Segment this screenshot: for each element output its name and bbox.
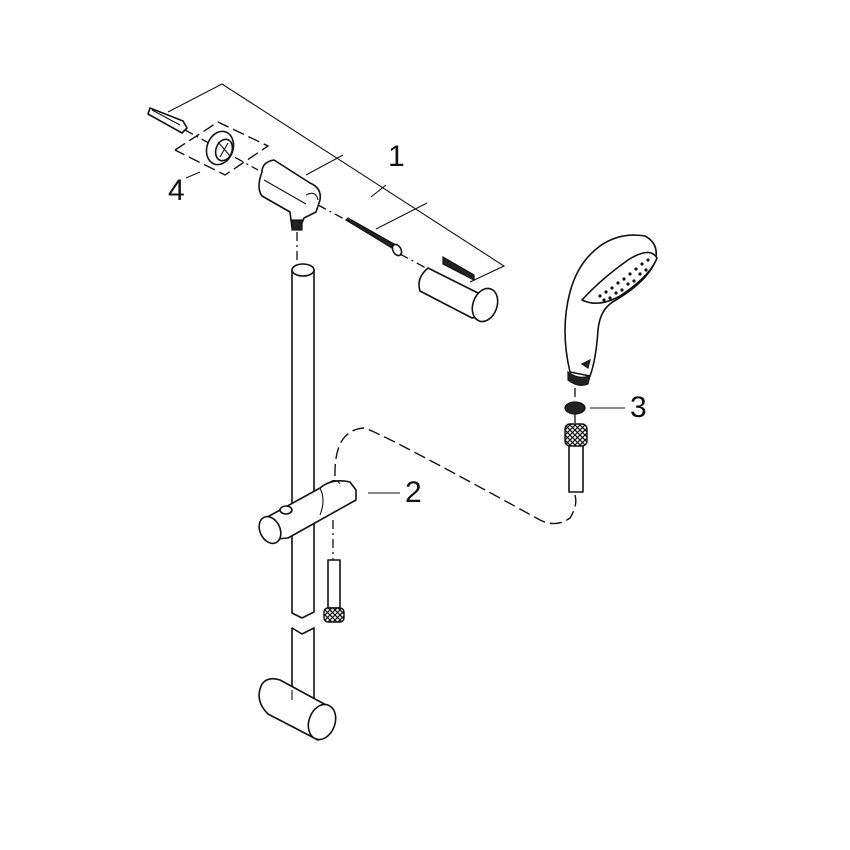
callout-label-4: 4 (168, 174, 185, 207)
shower-rail-upper (291, 263, 315, 619)
callout-label-1: 1 (388, 140, 405, 173)
hose-nut (564, 423, 588, 493)
washer (564, 401, 586, 415)
wall-dowel (147, 107, 188, 134)
slider-holder (258, 479, 357, 545)
callout-bracket-1 (167, 83, 506, 283)
spacer-ring (174, 121, 270, 176)
cover-cap (418, 255, 499, 323)
hose-connector (323, 559, 345, 623)
hand-shower (564, 234, 658, 386)
callout-label-3: 3 (630, 391, 647, 424)
lower-wall-bracket (258, 677, 337, 741)
spray-nozzles (598, 258, 650, 302)
upper-wall-bracket (258, 159, 322, 231)
screw (345, 217, 403, 257)
shower-hose-path (334, 427, 577, 525)
callout-label-2: 2 (405, 476, 422, 509)
